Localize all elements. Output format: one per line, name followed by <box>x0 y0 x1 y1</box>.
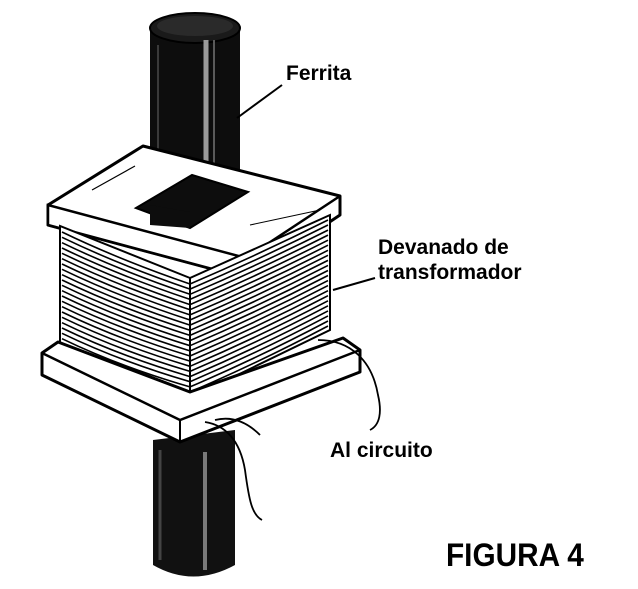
winding-leader-line <box>332 277 376 291</box>
winding-turn <box>61 305 329 373</box>
winding-turn <box>61 289 329 357</box>
winding-label-line1: Devanado de <box>378 236 509 259</box>
winding-turn <box>61 254 329 321</box>
winding-turn <box>61 234 329 301</box>
winding-label-line2: transformador <box>378 261 522 285</box>
winding-turn <box>61 224 329 290</box>
lead-wires <box>204 339 381 521</box>
winding-turn <box>61 229 329 296</box>
winding-turn <box>61 279 329 347</box>
winding-turn <box>61 219 329 285</box>
winding-turn <box>61 300 329 368</box>
transformer-winding <box>59 213 331 400</box>
winding-turn <box>61 284 329 352</box>
winding-turn <box>61 315 329 383</box>
ferrite-leader-line <box>236 84 283 119</box>
winding-turn <box>61 249 329 316</box>
figure-caption: FIGURA 4 <box>446 537 584 573</box>
winding-label: Devanado de transformador <box>378 235 522 285</box>
winding-turn <box>61 274 329 342</box>
winding-turn <box>61 320 329 388</box>
winding-turn <box>61 310 329 378</box>
winding-turn <box>61 239 329 306</box>
ferrite-label: Ferrita <box>286 62 352 85</box>
winding-turn <box>61 259 329 326</box>
bobbin-bottom-flange <box>40 336 362 444</box>
winding-turn <box>61 264 329 332</box>
winding-turn <box>61 294 329 362</box>
circuit-label: Al circuito <box>330 439 433 462</box>
winding-turn <box>61 244 329 311</box>
winding-turn <box>61 269 329 337</box>
ferrite-rod-lower <box>153 430 235 577</box>
